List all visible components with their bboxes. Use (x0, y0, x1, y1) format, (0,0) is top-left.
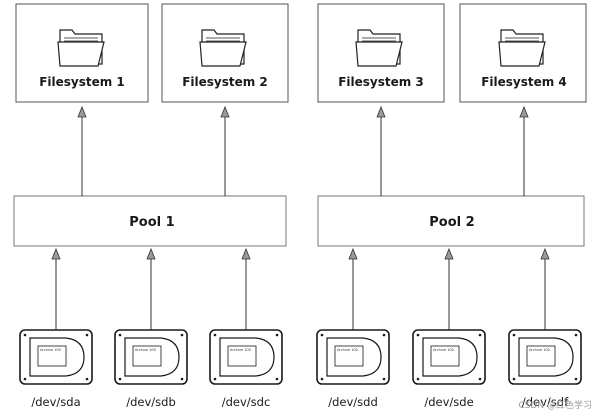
device-label: /dev/sda (31, 395, 80, 409)
disk-sticker-text: Archive 100 (230, 348, 251, 352)
pool-box-1: Pool 1 (13, 195, 287, 247)
disk-sticker-text: Archive 100 (337, 348, 358, 352)
disk-sticker-text: Archive 100 (433, 348, 454, 352)
filesystem-box-4: Filesystem 4 (459, 3, 587, 103)
arrow-pool1-to-fs2 (220, 105, 230, 196)
folder-icon (355, 29, 403, 67)
device-sda: Archive 100 /dev/sda (19, 329, 93, 409)
filesystem-label: Filesystem 3 (338, 75, 424, 89)
device-label: /dev/sde (424, 395, 473, 409)
disk-sticker-text: Archive 100 (40, 348, 61, 352)
arrow-sdb-to-pool1 (146, 247, 156, 330)
filesystem-box-2: Filesystem 2 (161, 3, 289, 103)
hard-disk-icon: Archive 100 (209, 329, 283, 385)
device-label: /dev/sdd (328, 395, 378, 409)
disk-sticker-text: Archive 100 (529, 348, 550, 352)
arrow-sdf-to-pool2 (540, 247, 550, 330)
hard-disk-icon: Archive 100 (316, 329, 390, 385)
arrow-sde-to-pool2 (444, 247, 454, 330)
disk-sticker-text: Archive 100 (135, 348, 156, 352)
device-sde: Archive 100 /dev/sde (412, 329, 486, 409)
device-sdf: Archive 100 /dev/sdf (508, 329, 582, 409)
arrow-pool2-to-fs4 (519, 105, 529, 196)
filesystem-box-1: Filesystem 1 (15, 3, 149, 103)
filesystem-label: Filesystem 2 (182, 75, 268, 89)
filesystem-box-3: Filesystem 3 (317, 3, 445, 103)
device-label: /dev/sdb (126, 395, 176, 409)
folder-icon (199, 29, 247, 67)
filesystem-label: Filesystem 1 (39, 75, 125, 89)
device-sdd: Archive 100 /dev/sdd (316, 329, 390, 409)
arrow-sdd-to-pool2 (348, 247, 358, 330)
filesystem-label: Filesystem 4 (481, 75, 567, 89)
pool-box-2: Pool 2 (317, 195, 585, 247)
watermark: CSDN @红色学习 (518, 399, 592, 411)
pool-label: Pool 1 (129, 215, 174, 230)
hard-disk-icon: Archive 100 (412, 329, 486, 385)
hard-disk-icon: Archive 100 (114, 329, 188, 385)
device-sdc: Archive 100 /dev/sdc (209, 329, 283, 409)
hard-disk-icon: Archive 100 (19, 329, 93, 385)
hard-disk-icon: Archive 100 (508, 329, 582, 385)
device-label: /dev/sdf (522, 395, 569, 409)
arrow-pool1-to-fs1 (77, 105, 87, 196)
arrow-sdc-to-pool1 (241, 247, 251, 330)
arrow-sda-to-pool1 (51, 247, 61, 330)
folder-icon (57, 29, 105, 67)
device-sdb: Archive 100 /dev/sdb (114, 329, 188, 409)
device-label: /dev/sdc (222, 395, 271, 409)
arrow-pool2-to-fs3 (376, 105, 386, 196)
pool-label: Pool 2 (429, 215, 474, 230)
folder-icon (498, 29, 546, 67)
